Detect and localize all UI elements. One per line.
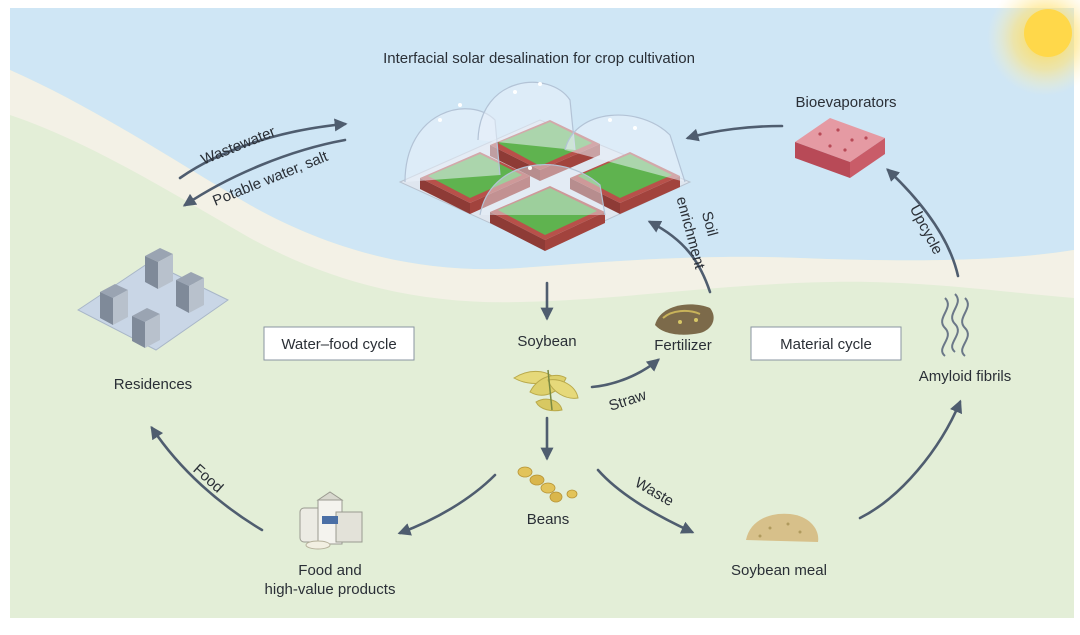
wastewater-arrow [178,118,348,180]
soybean-pod-icon [513,369,579,412]
soybean-meal-label: Soybean meal [731,562,827,579]
soil-enrichment-arrow [647,220,712,294]
sun-icon [987,0,1080,96]
bioevaporator-icon [795,118,885,178]
diagram-title: Interfacial solar desalination for crop … [383,50,695,67]
bioevaporators-label: Bioevaporators [796,94,897,111]
food-products-label-1: Food and [298,562,361,579]
straw-arrow [590,358,660,389]
material-cycle-label: Material cycle [780,336,872,353]
soybean-meal-icon [746,513,819,542]
amyloid-fibrils-label: Amyloid fibrils [919,368,1012,385]
bioevaporator-arrow [685,124,784,142]
residences-label: Residences [114,376,192,393]
shoreline [10,70,1074,303]
fertilizer-label: Fertilizer [654,337,712,354]
waste-arrow [596,468,695,534]
residences-icon [77,248,229,351]
water-food-cycle-box: Water–food cycle [263,326,415,361]
food-products-icon [299,491,363,550]
amyloid-fibrils-icon [941,293,969,357]
meal-to-amyloid-arrow [858,399,962,520]
soybean-label: Soybean [517,333,576,350]
food-arrow [150,425,264,532]
beans-to-food-arrow [397,473,497,536]
soil-label: Soil [698,210,721,239]
beans-icon [517,466,578,503]
beans-label: Beans [527,511,570,528]
water-food-cycle-label: Water–food cycle [281,336,396,353]
potable-water-arrow [182,138,347,207]
food-products-label-2: high-value products [265,581,396,598]
greenhouse-icon [398,81,692,251]
material-cycle-box: Material cycle [750,326,902,361]
upcycle-arrow [886,168,960,278]
fertilizer-icon [655,304,714,335]
